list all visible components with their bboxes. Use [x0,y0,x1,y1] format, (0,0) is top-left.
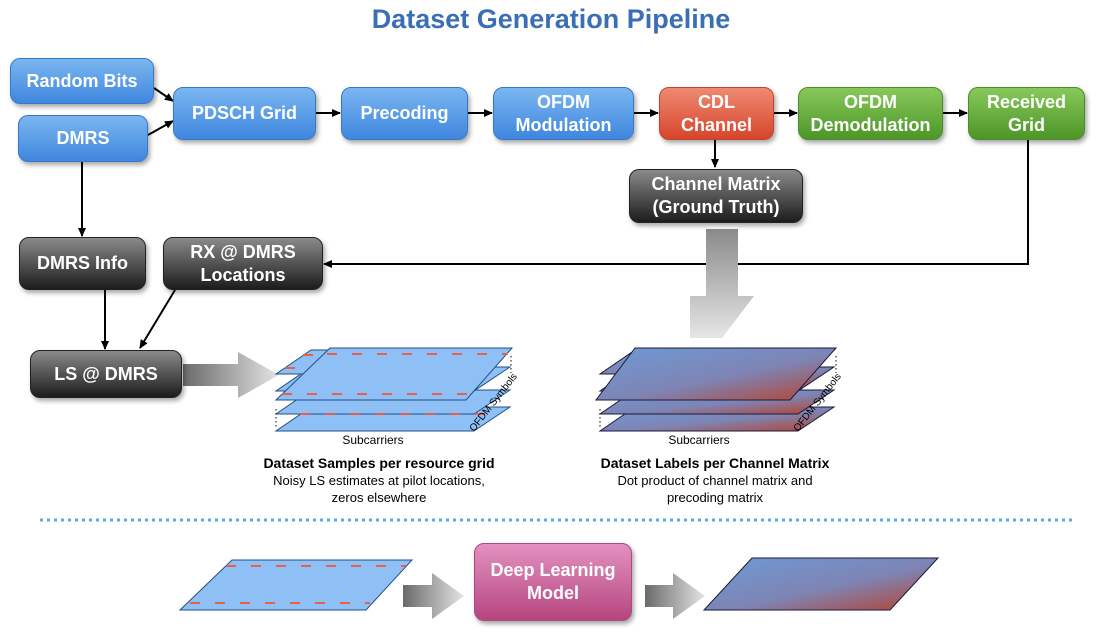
samples-subcarriers-label: Subcarriers [342,433,403,447]
model-output-grid [702,557,940,611]
arrow-rx-dmrs-to-ls [139,289,176,349]
node-ls-dmrs: LS @ DMRS [30,350,182,398]
node-received-grid: Received Grid [968,87,1085,140]
connector-arrows [78,87,1029,350]
node-channel-matrix: Channel Matrix (Ground Truth) [629,169,803,223]
samples-grid-top [274,347,514,401]
labels-subcarriers-label: Subcarriers [668,433,729,447]
labels-caption-title: Dataset Labels per Channel Matrix [600,455,830,471]
node-rx-dmrs-locations: RX @ DMRS Locations [163,237,323,290]
big-arrow-input-to-model [403,573,464,619]
arrow-received-to-rx-dmrs [323,140,1029,268]
arrow-random-bits-to-pdsch [153,87,174,102]
arrow-dmrs-to-pdsch [147,120,174,136]
node-random-bits: Random Bits [10,58,154,104]
node-dmrs-info: DMRS Info [19,237,146,290]
labels-grid-top [595,347,838,401]
node-deep-learning-model: Deep Learning Model [474,543,632,621]
model-input-grid [178,559,414,611]
node-dmrs: DMRS [18,115,148,162]
node-precoding: Precoding [341,87,468,140]
big-arrow-model-to-output [645,573,705,619]
samples-caption-description: Noisy LS estimates at pilot locations, z… [273,473,485,505]
big-arrow-ls-to-samples [183,352,279,398]
node-ofdm-modulation: OFDM Modulation [493,87,634,140]
labels-caption-description: Dot product of channel matrix and precod… [617,473,813,505]
node-cdl-channel: CDL Channel [659,87,774,140]
labels-grid-stack [595,347,838,432]
node-ofdm-demodulation: OFDM Demodulation [798,87,943,140]
samples-caption-title: Dataset Samples per resource grid [263,455,495,471]
big-arrow-channel-to-labels [690,229,754,338]
page-title: Dataset Generation Pipeline [371,4,731,34]
node-pdsch-grid: PDSCH Grid [173,87,316,140]
